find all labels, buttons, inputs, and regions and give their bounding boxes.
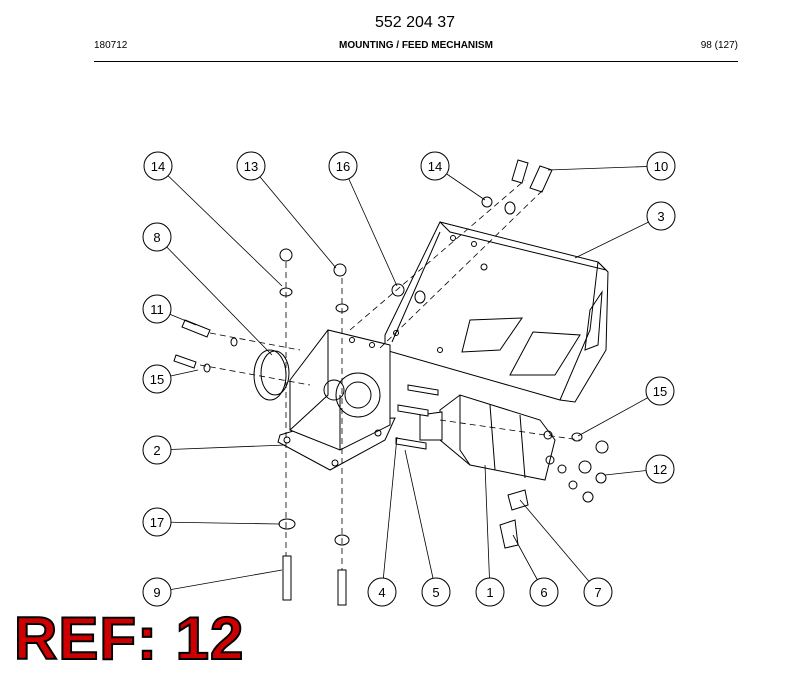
callout-label: 12 bbox=[653, 462, 667, 477]
nut-14-drawing bbox=[279, 248, 293, 262]
pin-4b-drawing bbox=[395, 437, 427, 450]
callout-9: 9 bbox=[142, 577, 172, 607]
nut-12b-drawing bbox=[578, 460, 592, 474]
callout-label: 1 bbox=[486, 585, 493, 600]
ref-label: REF: 12 bbox=[13, 604, 245, 673]
cover-plate-drawing bbox=[253, 349, 290, 401]
callout-7: 7 bbox=[583, 577, 613, 607]
callout-label: 17 bbox=[150, 515, 164, 530]
leader-lines bbox=[156, 165, 662, 593]
page-info: 98 (127) bbox=[700, 40, 738, 51]
callout-label: 5 bbox=[432, 585, 439, 600]
pin-5-drawing bbox=[407, 384, 439, 396]
pin-4-drawing bbox=[397, 404, 429, 417]
callout-11: 11 bbox=[142, 294, 172, 324]
callout-label: 15 bbox=[653, 384, 667, 399]
callout-14b: 14 bbox=[420, 151, 450, 181]
callout-15b: 15 bbox=[645, 376, 675, 406]
callout-16: 16 bbox=[328, 151, 358, 181]
callout-label: 8 bbox=[153, 230, 160, 245]
callout-label: 2 bbox=[153, 443, 160, 458]
callout-label: 6 bbox=[540, 585, 547, 600]
callout-label: 14 bbox=[428, 159, 442, 174]
nut-12c-drawing bbox=[595, 472, 607, 484]
mounting-bracket-drawing bbox=[384, 221, 609, 403]
bolt-10-drawing bbox=[511, 159, 529, 184]
callout-1: 1 bbox=[475, 577, 505, 607]
washer-17b-drawing bbox=[334, 534, 350, 546]
page-header: 180712 MOUNTING / FEED MECHANISM 98 (127… bbox=[94, 40, 738, 54]
washer-12b-drawing bbox=[557, 464, 567, 474]
section-title: MOUNTING / FEED MECHANISM bbox=[339, 40, 493, 51]
callout-5: 5 bbox=[421, 577, 451, 607]
washer-17-drawing bbox=[278, 518, 296, 530]
hydraulic-motor-drawing bbox=[419, 394, 556, 481]
alignment-lines bbox=[199, 179, 581, 570]
callout-15a: 15 bbox=[142, 364, 172, 394]
callout-group: 14 13 16 14 10 8 3 11 15 15 2 12 17 9 4 … bbox=[142, 151, 676, 607]
callout-label: 11 bbox=[150, 302, 164, 317]
bolt-11-drawing bbox=[181, 319, 211, 338]
doc-number: 552 204 37 bbox=[374, 14, 456, 31]
bolt-15-drawing bbox=[173, 354, 197, 369]
callout-label: 15 bbox=[150, 372, 164, 387]
callout-label: 14 bbox=[151, 159, 165, 174]
callout-12: 12 bbox=[645, 454, 675, 484]
callout-13: 13 bbox=[236, 151, 266, 181]
nut-12-drawing bbox=[595, 440, 609, 454]
callout-14a: 14 bbox=[143, 151, 173, 181]
washer-8-drawing bbox=[230, 337, 238, 347]
header-divider bbox=[94, 61, 738, 62]
callout-label: 4 bbox=[378, 585, 385, 600]
gear-housing-drawing bbox=[277, 329, 396, 471]
date-code: 180712 bbox=[94, 40, 128, 51]
washer-14b-drawing bbox=[481, 196, 493, 208]
callout-label: 3 bbox=[657, 209, 664, 224]
nut-12d-drawing bbox=[582, 491, 594, 503]
callout-6: 6 bbox=[529, 577, 559, 607]
callout-label: 9 bbox=[153, 585, 160, 600]
washer-16b-drawing bbox=[414, 290, 426, 304]
fitting-7-drawing bbox=[507, 489, 529, 511]
callout-2: 2 bbox=[142, 435, 172, 465]
washer-12-drawing bbox=[568, 480, 578, 490]
bolt-9-drawing bbox=[282, 555, 292, 601]
callout-10: 10 bbox=[646, 151, 676, 181]
callout-label: 13 bbox=[244, 159, 258, 174]
callout-3: 3 bbox=[646, 201, 676, 231]
callout-label: 10 bbox=[654, 159, 668, 174]
bolt-9b-drawing bbox=[337, 569, 347, 606]
washer-15b-drawing bbox=[203, 363, 211, 373]
washer-16-drawing bbox=[391, 283, 405, 297]
washer-14c-drawing bbox=[504, 201, 516, 215]
callout-label: 16 bbox=[336, 159, 350, 174]
fitting-6-drawing bbox=[499, 519, 519, 549]
nut-13-drawing bbox=[333, 263, 347, 277]
callout-17: 17 bbox=[142, 507, 172, 537]
washer-15-drawing bbox=[571, 432, 583, 442]
callout-8: 8 bbox=[142, 222, 172, 252]
callout-label: 7 bbox=[594, 585, 601, 600]
callout-4: 4 bbox=[367, 577, 397, 607]
